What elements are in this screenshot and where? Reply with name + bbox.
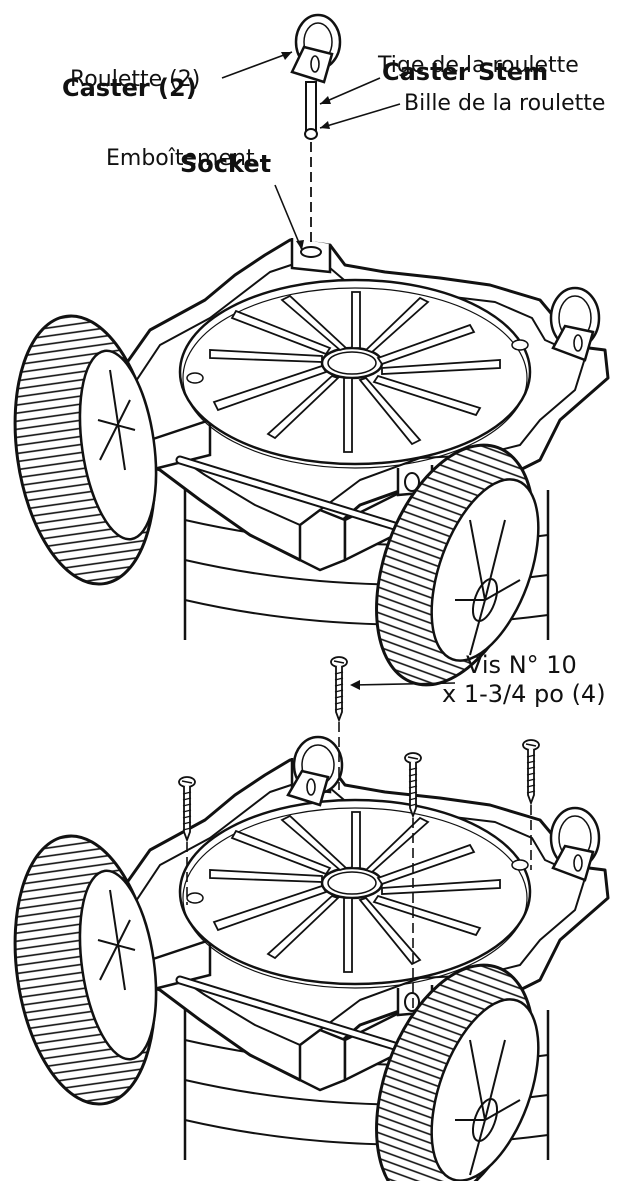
caster-label-fr: Roulette (2)	[70, 67, 200, 92]
ball-label: Bille de la roulette	[404, 91, 605, 116]
stem-label-fr: Tige de la roulette	[377, 53, 579, 78]
base-assembly-top	[0, 238, 608, 706]
screw-icon-1	[330, 656, 348, 721]
stem-label-en: Caster Stem	[382, 58, 548, 86]
bottom-panel: Vis N° 10 x 1-3/4 po (4)	[0, 651, 608, 1181]
caster-part	[290, 13, 342, 84]
caster-ball	[304, 128, 318, 140]
socket-label-en: Socket	[180, 150, 271, 178]
base-assembly-bottom	[0, 758, 608, 1181]
screw-label-line2: x 1-3/4 po (4)	[442, 680, 606, 708]
screw-icon-4	[522, 739, 540, 804]
caster-stem	[304, 81, 318, 140]
top-panel: Roulette (2) Caster (2) Tige de la roule…	[0, 13, 608, 706]
socket-label-fr: Emboîtement	[106, 146, 255, 171]
screw-label-line1: Vis N° 10	[466, 651, 577, 679]
screw-alignment-lines	[186, 722, 532, 1015]
caster-label-en: Caster (2)	[62, 74, 197, 102]
